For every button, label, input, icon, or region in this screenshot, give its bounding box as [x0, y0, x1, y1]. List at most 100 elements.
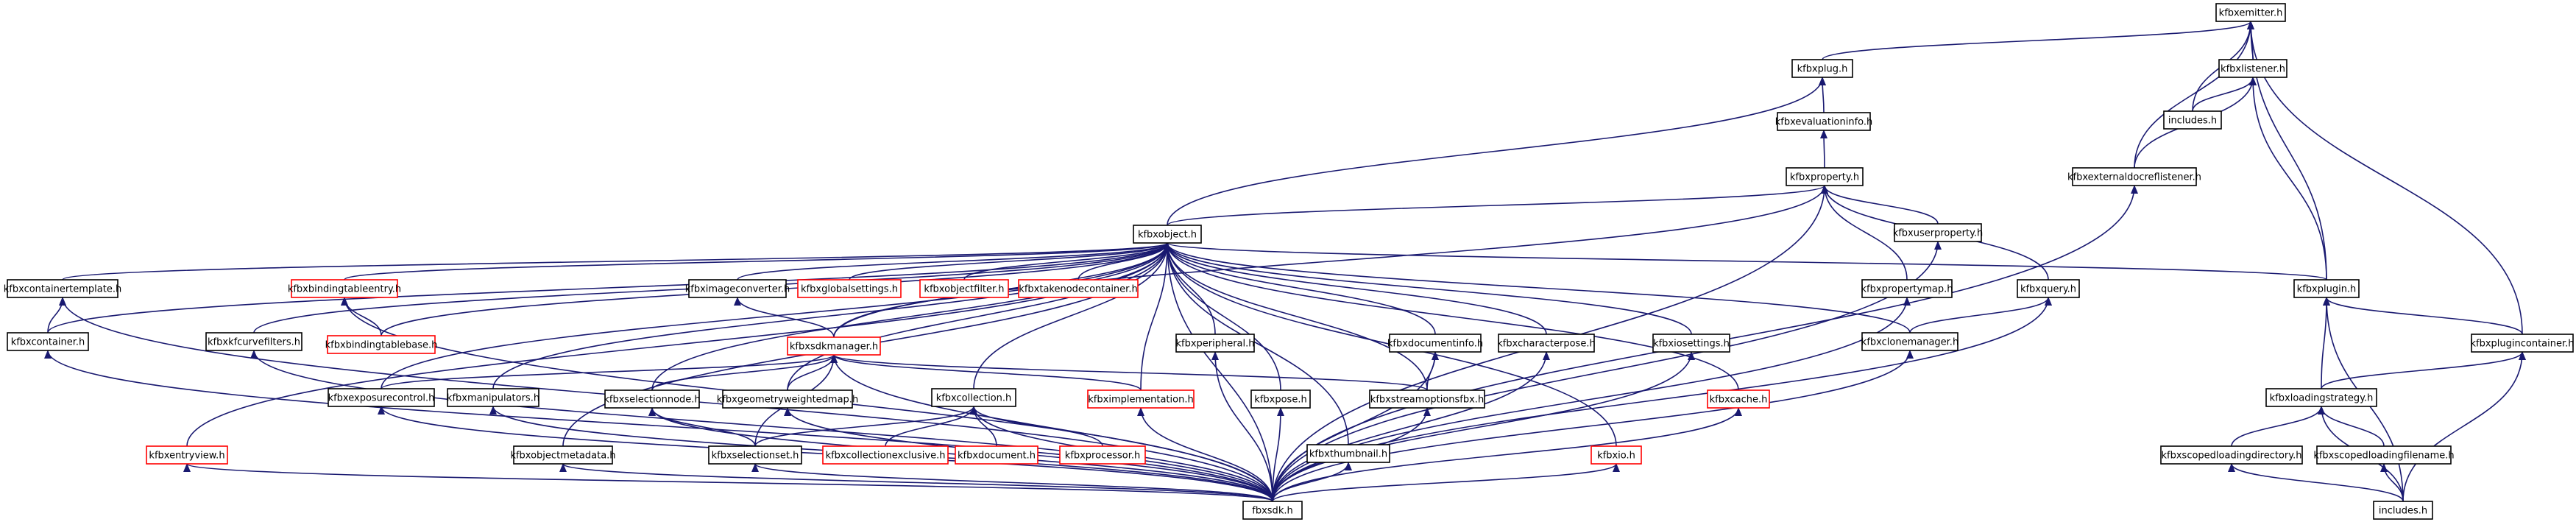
node-kfbxplug[interactable]: kfbxplug.h [1791, 59, 1853, 78]
edge-fbxsdk-to-kfbxpropertymap [1272, 297, 1911, 502]
node-kfbxdocumentinfo[interactable]: kfbxdocumentinfo.h [1387, 334, 1483, 353]
edge-fbxsdk-to-kfbxpose [1272, 407, 1284, 502]
node-label-fbxsdk: fbxsdk.h [1252, 506, 1292, 517]
node-label-kfbxobject: kfbxobject.h [1138, 230, 1197, 241]
node-label-kfbxglobalsettings: kfbxglobalsettings.h [801, 284, 898, 295]
node-label-kfbxloadingstrategy: kfbxloadingstrategy.h [2270, 393, 2374, 404]
node-kfbxselectionnode[interactable]: kfbxselectionnode.h [604, 389, 701, 409]
node-kfbxmanipulators[interactable]: kfbxmanipulators.h [447, 388, 539, 407]
node-kfbxcache[interactable]: kfbxcache.h [1707, 389, 1770, 409]
node-box-kfbxdocument [955, 445, 1038, 465]
node-kfbxtakenodecontainer[interactable]: kfbxtakenodecontainer.h [1018, 279, 1139, 298]
node-box-kfbxio [1590, 445, 1642, 465]
node-box-kfbxcache [1707, 389, 1770, 409]
edge-kfbxcontainertemplate-to-kfbxobject [62, 242, 1171, 281]
node-box-kfbxcontainer [7, 332, 89, 351]
node-fbxsdk[interactable]: fbxsdk.h [1242, 501, 1303, 520]
node-kfbxcharacterpose[interactable]: kfbxcharacterpose.h [1497, 334, 1596, 353]
edge-kfbxiosettings-to-kfbxobject [1164, 242, 1692, 335]
node-kfbxentryview[interactable]: kfbxentryview.h [146, 445, 228, 465]
edge-fbxsdk-to-kfbxio [1272, 463, 1620, 502]
node-kfbxquery[interactable]: kfbxquery.h [2017, 279, 2080, 298]
node-label-kfbxdocumentinfo: kfbxdocumentinfo.h [1387, 339, 1483, 350]
node-kfbxiosettings[interactable]: kfbxiosettings.h [1652, 334, 1730, 353]
node-box-fbxsdk [1242, 501, 1303, 520]
node-kfbximplementation[interactable]: kfbximplementation.h [1087, 389, 1195, 409]
node-kfbxscopedloadingdirectory[interactable]: kfbxscopedloadingdirectory.h [2160, 445, 2303, 465]
node-kfbxplugincontainer[interactable]: kfbxplugincontainer.h [2470, 334, 2575, 353]
node-box-kfbxexposurecontrol [328, 388, 435, 407]
node-kfbxcontainertemplate[interactable]: kfbxcontainertemplate.h [4, 279, 121, 298]
node-includes_top[interactable]: includes.h [2163, 110, 2222, 130]
node-kfbxio[interactable]: kfbxio.h [1590, 445, 1642, 465]
node-label-kfbxperipheral: kfbxperipheral.h [1175, 339, 1254, 350]
node-label-kfbxpropertymap: kfbxpropertymap.h [1861, 284, 1953, 295]
node-kfbxlistener[interactable]: kfbxlistener.h [2218, 59, 2287, 78]
node-box-kfbxselectionset [708, 445, 802, 465]
node-kfbxemitter[interactable]: kfbxemitter.h [2215, 3, 2286, 22]
node-box-kfbxobjectmetadata [513, 445, 613, 465]
edge-kfbxexternaldocreflistener-to-kfbxemitter [2134, 21, 2254, 169]
node-kfbxevaluationinfo[interactable]: kfbxevaluationinfo.h [1775, 112, 1873, 131]
node-kfbxcollectionexclusive[interactable]: kfbxcollectionexclusive.h [822, 445, 949, 465]
node-box-kfbxobject [1133, 225, 1202, 244]
node-kfbxprocessor[interactable]: kfbxprocessor.h [1059, 445, 1146, 465]
node-label-kfbxcollection: kfbxcollection.h [936, 393, 1012, 404]
edge-kfbxsdkmanager-to-kfbximageconverter [734, 297, 835, 338]
node-kfbxexposurecontrol[interactable]: kfbxexposurecontrol.h [328, 388, 435, 407]
node-kfbxselectionset[interactable]: kfbxselectionset.h [708, 445, 802, 465]
node-box-kfbxcollectionexclusive [822, 445, 949, 465]
node-box-kfbxscopedloadingfilename [2316, 445, 2452, 465]
node-kfbxcollection[interactable]: kfbxcollection.h [931, 388, 1016, 407]
node-kfbxkfcurvefilters[interactable]: kfbxkfcurvefilters.h [205, 332, 302, 351]
node-kfbxpose[interactable]: kfbxpose.h [1250, 389, 1311, 409]
node-kfbxdocument[interactable]: kfbxdocument.h [955, 445, 1038, 465]
node-box-includes_top [2163, 110, 2222, 130]
node-kfbximageconverter[interactable]: kfbximageconverter.h [685, 279, 790, 298]
node-kfbxgeometryweightedmap[interactable]: kfbxgeometryweightedmap.h [717, 389, 858, 409]
node-kfbxsdkmanager[interactable]: kfbxsdkmanager.h [787, 336, 881, 356]
node-label-kfbxgeometryweightedmap: kfbxgeometryweightedmap.h [717, 395, 858, 406]
node-kfbxcontainer[interactable]: kfbxcontainer.h [7, 332, 89, 351]
node-kfbxobject[interactable]: kfbxobject.h [1133, 225, 1202, 244]
edge-kfbxselectionnode-to-kfbxsdkmanager [651, 354, 838, 391]
node-box-kfbxselectionnode [604, 389, 700, 409]
node-box-kfbxobjectfilter [919, 279, 1009, 298]
node-kfbxscopedloadingfilename[interactable]: kfbxscopedloadingfilename.h [2313, 445, 2455, 465]
node-kfbxpropertymap[interactable]: kfbxpropertymap.h [1861, 279, 1953, 298]
node-box-kfbxpose [1250, 389, 1311, 409]
node-kfbxperipheral[interactable]: kfbxperipheral.h [1175, 334, 1255, 353]
edge-kfbxproperty-to-kfbxevaluationinfo [1820, 130, 1828, 169]
node-box-kfbxgeometryweightedmap [722, 389, 853, 409]
node-kfbxplugin[interactable]: kfbxplugin.h [2293, 279, 2360, 298]
node-kfbxexternaldocreflistener[interactable]: kfbxexternaldocreflistener.h [2067, 167, 2201, 186]
node-kfbxuserproperty[interactable]: kfbxuserproperty.h [1893, 223, 1984, 242]
node-label-kfbxsdkmanager: kfbxsdkmanager.h [790, 342, 878, 353]
edge-fbxsdk-to-kfbxkfcurvefilters [250, 350, 1273, 502]
node-box-kfbxplugin [2293, 279, 2360, 298]
node-kfbxbindingtableentry[interactable]: kfbxbindingtableentry.h [288, 279, 401, 298]
node-kfbxthumbnail[interactable]: kfbxthumbnail.h [1306, 444, 1390, 463]
node-kfbxstreamoptionsfbx[interactable]: kfbxstreamoptionsfbx.h [1369, 389, 1485, 409]
node-kfbxobjectmetadata[interactable]: kfbxobjectmetadata.h [510, 445, 616, 465]
node-label-kfbxcollectionexclusive: kfbxcollectionexclusive.h [826, 451, 946, 462]
node-kfbxobjectfilter[interactable]: kfbxobjectfilter.h [919, 279, 1009, 298]
node-label-kfbxcharacterpose: kfbxcharacterpose.h [1497, 339, 1595, 350]
edge-kfbximplementation-to-kfbxsdkmanager [830, 354, 1142, 391]
node-includes_bottom[interactable]: includes.h [2373, 501, 2433, 520]
edge-kfbxprocessor-to-kfbxcollection [970, 406, 1103, 447]
edge-kfbxstreamoptionsfbx-to-kfbxsdkmanager [830, 354, 1428, 391]
node-label-kfbxcache: kfbxcache.h [1710, 395, 1768, 406]
edge-kfbxobject-to-kfbxproperty [1167, 185, 1828, 226]
node-box-kfbxloadingstrategy [2265, 388, 2377, 407]
node-label-kfbxprocessor: kfbxprocessor.h [1065, 451, 1140, 462]
node-kfbxbindingtablebase[interactable]: kfbxbindingtablebase.h [325, 335, 438, 354]
node-kfbxglobalsettings[interactable]: kfbxglobalsettings.h [797, 279, 902, 298]
node-kfbxproperty[interactable]: kfbxproperty.h [1786, 167, 1864, 186]
edge-fbxsdk-to-kfbxcharacterpose [1272, 351, 1550, 502]
edge-kfbxbindingtablebase-to-kfbxbindingtableentry [341, 297, 382, 336]
edge-kfbxscopedloadingdirectory-to-kfbxloadingstrategy [2231, 406, 2325, 447]
node-label-kfbxplugincontainer: kfbxplugincontainer.h [2470, 339, 2574, 350]
node-kfbxclonemanager[interactable]: kfbxclonemanager.h [1861, 332, 1958, 351]
node-kfbxloadingstrategy[interactable]: kfbxloadingstrategy.h [2265, 388, 2377, 407]
